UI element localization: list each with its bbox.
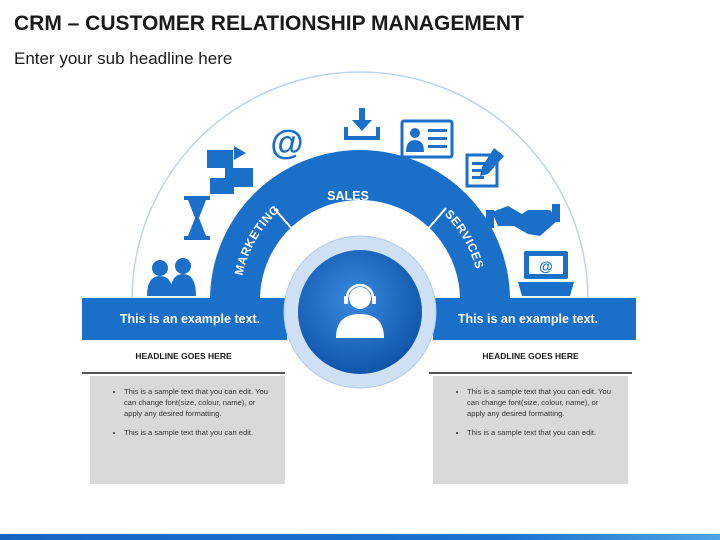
laptop-email-icon: @ — [518, 251, 574, 296]
handshake-icon — [486, 204, 560, 236]
right-headline: HEADLINE GOES HERE — [482, 351, 579, 361]
segment-ring — [210, 150, 510, 300]
page-subtitle: Enter your sub headline here — [14, 49, 233, 68]
right-banner-text: This is an example text. — [457, 312, 599, 326]
left-text-box: This is a sample text that you can edit.… — [90, 376, 285, 484]
left-bullet-1: This is a sample text that you can edit.… — [124, 386, 275, 419]
download-icon — [344, 108, 380, 140]
hourglass-icon — [184, 196, 210, 240]
right-banner — [433, 298, 636, 340]
left-headline: HEADLINE GOES HERE — [135, 351, 232, 361]
right-bullet-2: This is a sample text that you can edit. — [467, 427, 618, 438]
segment-divider-right — [415, 207, 447, 244]
segment-divider-left — [273, 207, 305, 244]
id-card-icon — [400, 119, 454, 159]
segment-label-sales: SALES — [327, 189, 369, 203]
footer-bar — [0, 534, 720, 540]
right-headline-rule — [429, 372, 632, 374]
page-title: CRM – CUSTOMER RELATIONSHIP MANAGEMENT — [14, 12, 524, 35]
left-headline-rule — [82, 372, 285, 374]
svg-text:@: @ — [270, 124, 303, 162]
right-text-box: This is a sample text that you can edit.… — [433, 376, 628, 484]
left-banner — [82, 298, 287, 340]
customer-support-icon — [336, 283, 384, 338]
outer-arc — [131, 71, 589, 301]
left-banner-text: This is an example text. — [119, 312, 261, 326]
hub-circle — [298, 250, 422, 374]
people-icon — [147, 258, 196, 296]
svg-text:@: @ — [539, 258, 553, 274]
at-sign-icon: @ — [270, 124, 303, 162]
form-pen-icon — [465, 148, 504, 188]
right-bullet-1: This is a sample text that you can edit.… — [467, 386, 618, 419]
email-arrows-icon — [207, 146, 253, 194]
left-bullet-2: This is a sample text that you can edit. — [124, 427, 275, 438]
